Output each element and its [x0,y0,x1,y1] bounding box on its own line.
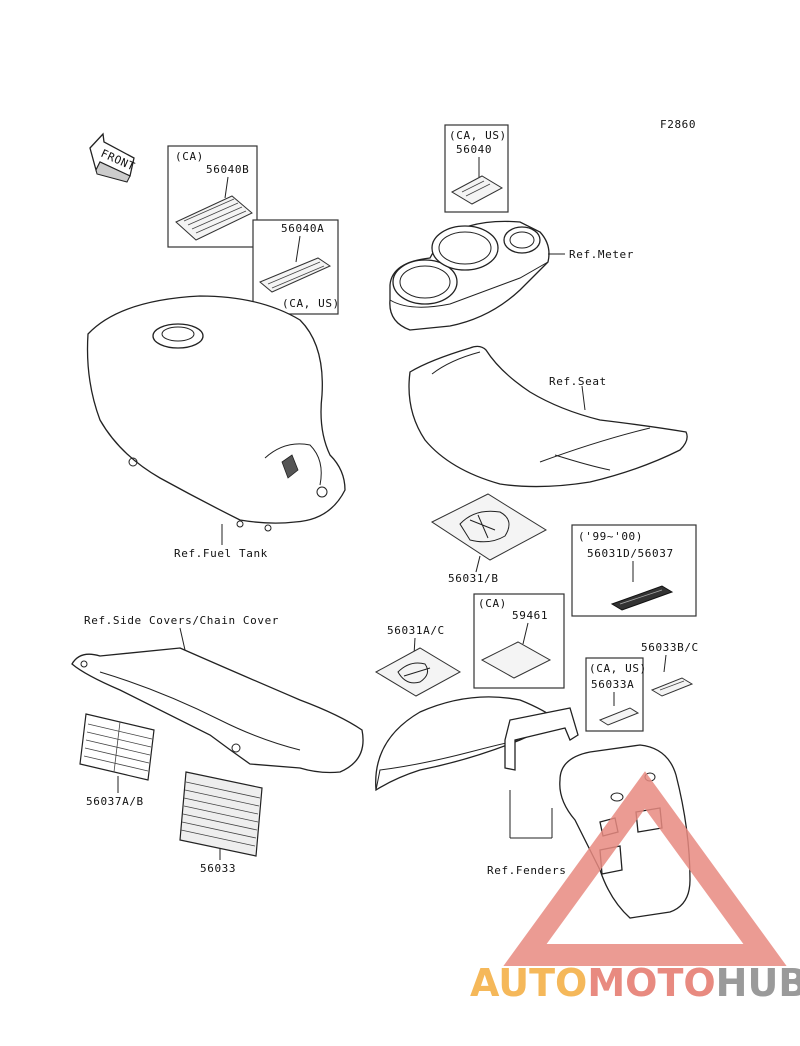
fuel-tank [86,295,346,545]
label-box-59461[interactable]: (CA) 59461 [473,593,565,689]
part-56031b-label: 56031/B [448,572,499,585]
front-arrow-icon: FRONT [89,132,137,183]
ref-side-covers-label: Ref.Side Covers/Chain Cover [84,614,279,627]
region-code: (CA, US) [589,662,647,675]
watermark-moto: MOTO [587,961,715,1005]
watermark-auto: AUTO [470,961,587,1005]
part-number: 56033A [591,678,634,691]
sticker-56033bc[interactable] [650,677,694,697]
year-range: ('99~'00) [578,530,643,543]
watermark-triangle-icon [503,771,787,966]
decal-sticker-icon [598,707,640,726]
label-plate-56033[interactable] [179,771,263,860]
seat [408,345,688,488]
part-56033-label: 56033 [200,862,236,875]
label-box-56040a[interactable]: 56040A (CA, US) [252,219,340,315]
decal-sticker-icon [610,585,674,611]
decal-sticker-icon [450,175,504,205]
ref-seat-label: Ref.Seat [549,375,607,388]
region-code: (CA) [478,597,507,610]
label-box-56040b[interactable]: (CA) 56040B [167,145,258,248]
region-code: (CA, US) [282,297,340,310]
ref-fenders-label: Ref.Fenders [487,864,566,877]
decal-sticker-icon [480,641,552,679]
part-number: 56040A [281,222,324,235]
label-box-56040[interactable]: (CA, US) 56040 [444,124,509,213]
part-56037ab-label: 56037A/B [86,795,144,808]
ref-meter-label: Ref.Meter [569,248,634,261]
label-box-56033a[interactable]: (CA, US) 56033A [585,657,647,732]
figure-code: F2860 [660,118,696,131]
region-code: (CA, US) [449,129,507,142]
ref-fuel-tank-label: Ref.Fuel Tank [174,547,268,560]
sticker-56031b[interactable] [430,493,547,573]
part-number: 56031D/56037 [587,547,674,560]
part-56031ac-label: 56031A/C [387,624,445,637]
svg-text:AUTOMOTOHUB: AUTOMOTOHUB [470,961,800,1005]
part-number: 59461 [512,609,548,622]
decal-sticker-icon [175,195,253,241]
label-plate-56037ab[interactable] [79,713,155,793]
part-number: 56040 [456,143,492,156]
region-code: (CA) [175,150,204,163]
watermark-hub: HUB [716,961,800,1005]
decal-sticker-icon [259,257,332,293]
watermark-logo: AUTOMOTOHUB [470,771,800,1005]
sticker-56031ac[interactable] [374,647,462,697]
meter-assembly [389,220,565,331]
part-56033bc-label: 56033B/C [641,641,699,654]
label-box-56031d-56037[interactable]: ('99~'00) 56031D/56037 [571,524,697,617]
side-cover [71,647,364,774]
part-number: 56040B [206,163,249,176]
